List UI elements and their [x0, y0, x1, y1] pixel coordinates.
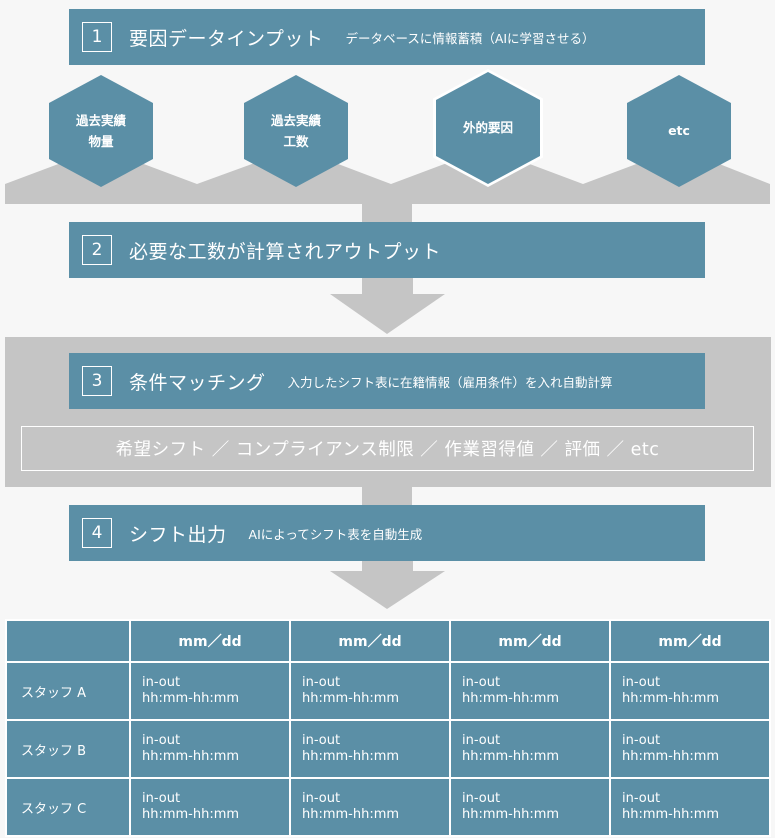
step-title: シフト出力	[129, 523, 227, 546]
shift-cell: in-out hh:mm-hh:mm	[611, 721, 769, 777]
step-number: 3	[82, 366, 112, 396]
step-3-bar: 3 条件マッチング 入力したシフト表に在籍情報（雇用条件）を入れ自動計算	[69, 353, 705, 409]
step-4-bar: 4 シフト出力 AIによってシフト表を自動生成	[69, 505, 705, 561]
date-header: mm／dd	[611, 621, 769, 661]
step-number: 2	[82, 235, 112, 265]
factor-band	[5, 148, 770, 215]
table-corner	[7, 621, 129, 661]
factor-hex-hours: 過去実績 工数	[244, 75, 348, 187]
connector-1	[362, 204, 412, 215]
step-title: 条件マッチング	[129, 371, 266, 394]
step-title: 必要な工数が計算されアウトプット	[129, 240, 442, 263]
shift-cell: in-out hh:mm-hh:mm	[451, 779, 609, 835]
shift-cell: in-out hh:mm-hh:mm	[611, 663, 769, 719]
shift-cell: in-out hh:mm-hh:mm	[611, 779, 769, 835]
shift-cell: in-out hh:mm-hh:mm	[131, 721, 289, 777]
zigzag-band-shape	[5, 148, 770, 204]
factor-label: 外的要因	[462, 120, 513, 136]
arrow-down-icon	[330, 561, 445, 609]
shift-cell: in-out hh:mm-hh:mm	[131, 779, 289, 835]
shift-cell: in-out hh:mm-hh:mm	[131, 663, 289, 719]
step-note: AIによってシフト表を自動生成	[248, 526, 423, 542]
table-row: スタッフ A in-out hh:mm-hh:mm in-out hh:mm-h…	[7, 663, 769, 719]
step-number: 4	[82, 518, 112, 548]
connector-1b	[362, 215, 412, 223]
shift-cell: in-out hh:mm-hh:mm	[451, 663, 609, 719]
staff-name: スタッフ C	[7, 779, 129, 835]
shift-table: mm／dd mm／dd mm／dd mm／dd スタッフ A in-out hh…	[5, 619, 771, 837]
factor-label: etc	[668, 123, 690, 139]
table-row: スタッフ C in-out hh:mm-hh:mm in-out hh:mm-h…	[7, 779, 769, 835]
step-number: 1	[82, 22, 112, 52]
staff-name: スタッフ A	[7, 663, 129, 719]
arrow-down-icon	[330, 278, 445, 334]
step-note: データベースに情報蓄積（AIに学習させる）	[345, 30, 595, 46]
shift-cell: in-out hh:mm-hh:mm	[291, 779, 449, 835]
step-title: 要因データインプット	[129, 27, 324, 50]
factor-label: 過去実績 工数	[270, 112, 321, 149]
factor-label: 過去実績 物量	[75, 112, 126, 149]
date-header: mm／dd	[291, 621, 449, 661]
step-2-bar: 2 必要な工数が計算されアウトプット	[69, 222, 705, 278]
table-row: スタッフ B in-out hh:mm-hh:mm in-out hh:mm-h…	[7, 721, 769, 777]
step-note: 入力したシフト表に在籍情報（雇用条件）を入れ自動計算	[287, 374, 613, 390]
staff-name: スタッフ B	[7, 721, 129, 777]
shift-cell: in-out hh:mm-hh:mm	[291, 663, 449, 719]
step-1-bar: 1 要因データインプット データベースに情報蓄積（AIに学習させる）	[69, 9, 705, 65]
shift-cell: in-out hh:mm-hh:mm	[291, 721, 449, 777]
date-header: mm／dd	[131, 621, 289, 661]
condition-list: 希望シフト ／ コンプライアンス制限 ／ 作業習得値 ／ 評価 ／ etc	[21, 426, 754, 471]
table-header-row: mm／dd mm／dd mm／dd mm／dd	[7, 621, 769, 661]
date-header: mm／dd	[451, 621, 609, 661]
shift-cell: in-out hh:mm-hh:mm	[451, 721, 609, 777]
connector-3	[362, 487, 412, 505]
